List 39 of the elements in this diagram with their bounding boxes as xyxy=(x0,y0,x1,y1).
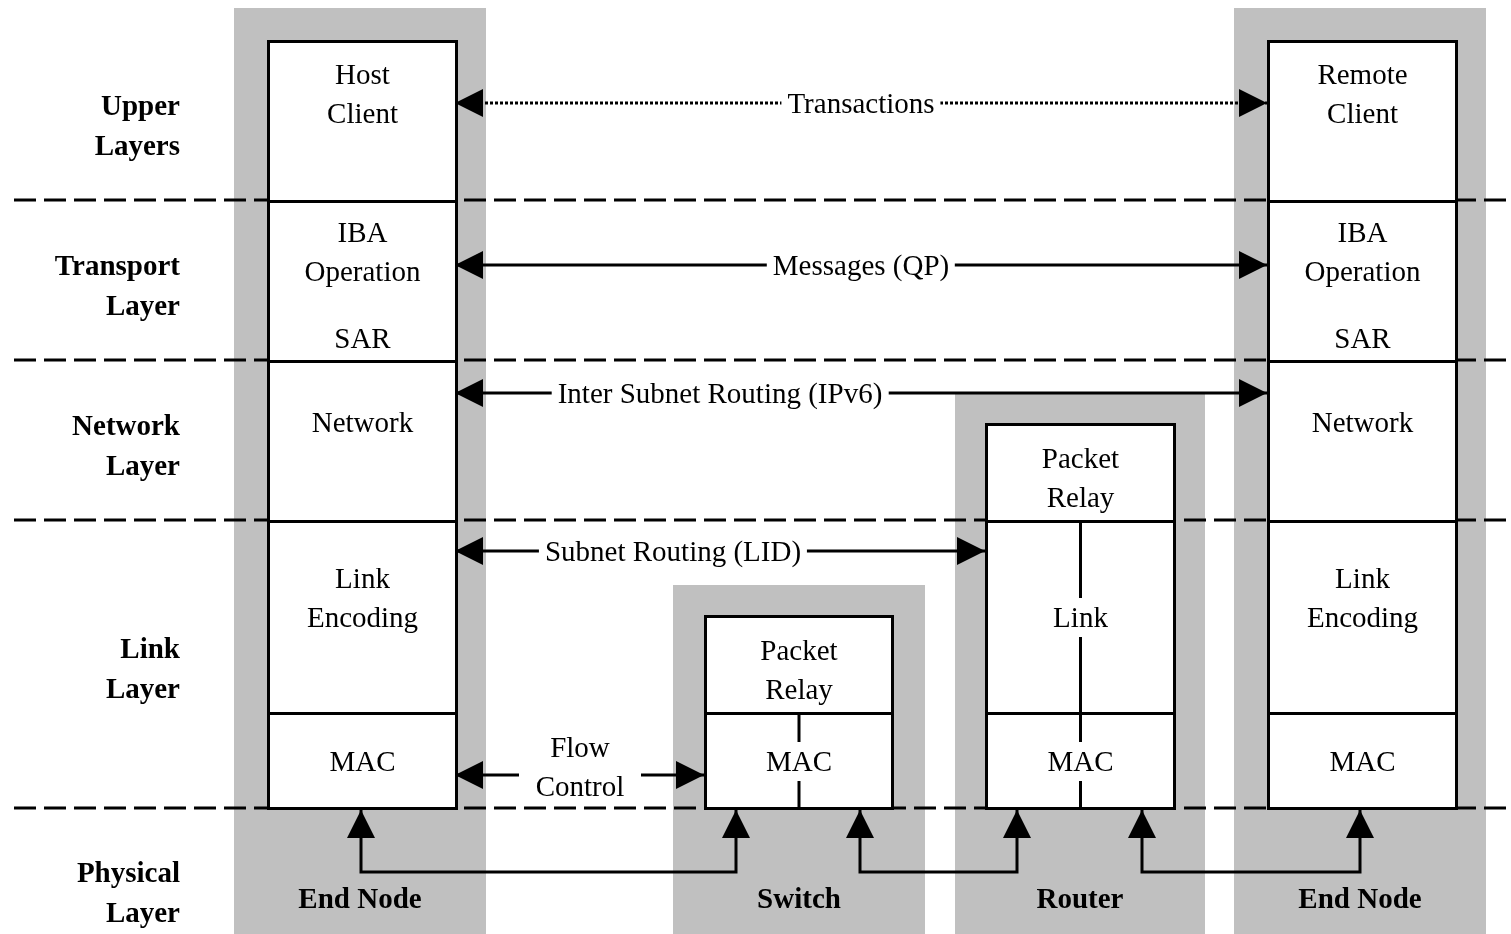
device-label: Switch xyxy=(757,882,841,915)
layer-label: MAC xyxy=(1047,742,1114,781)
layer-name: Physical Layer xyxy=(75,855,180,930)
device-panel xyxy=(234,8,486,934)
arrow xyxy=(846,810,1031,874)
layer-name: Transport Layer xyxy=(53,248,180,323)
layer-box xyxy=(985,520,1176,715)
device-label: End Node xyxy=(1298,882,1422,915)
layer-box xyxy=(1267,360,1458,523)
layer-box xyxy=(985,423,1176,523)
device-panel xyxy=(1234,8,1486,934)
layer-box xyxy=(1267,40,1458,203)
layer-box xyxy=(267,360,458,523)
arrow xyxy=(347,810,750,874)
layer-box xyxy=(267,200,458,363)
device-label: Router xyxy=(1036,882,1124,915)
arrow xyxy=(455,537,985,565)
layer-box xyxy=(1267,520,1458,715)
arrow xyxy=(455,379,1267,407)
layer-box xyxy=(704,712,894,810)
device-label: End Node xyxy=(298,882,422,915)
layer-name: Upper Layers xyxy=(93,88,180,163)
device-panel xyxy=(673,585,925,934)
layer-box xyxy=(704,615,894,715)
arrow xyxy=(455,89,1267,117)
layer-box xyxy=(985,712,1176,810)
layer-name: Link Layer xyxy=(104,631,180,706)
layer-box xyxy=(267,712,458,810)
arrow xyxy=(1128,810,1374,874)
device-panel xyxy=(955,393,1205,934)
layer-name: Network Layer xyxy=(71,408,180,483)
layer-label: Link xyxy=(1053,598,1108,637)
layer-box xyxy=(267,520,458,715)
layer-box xyxy=(1267,712,1458,810)
layer-box xyxy=(1267,200,1458,363)
arrow xyxy=(455,761,704,789)
layer-box xyxy=(267,40,458,203)
arrow xyxy=(455,251,1267,279)
layer-label: MAC xyxy=(765,742,833,781)
